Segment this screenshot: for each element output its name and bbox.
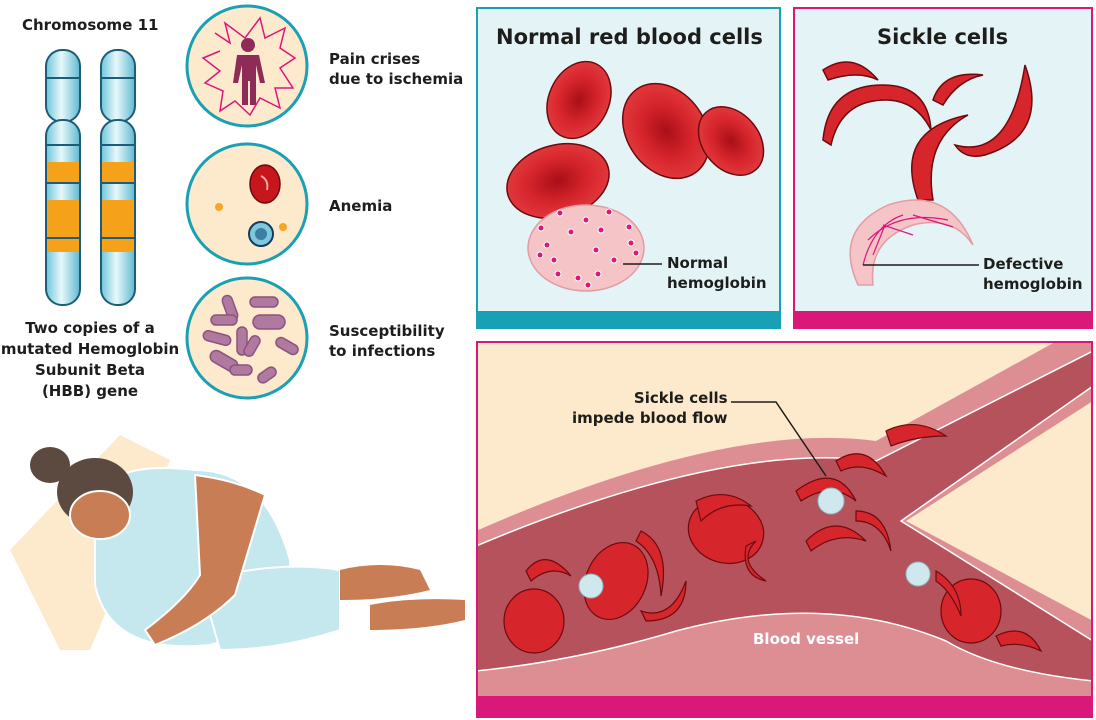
sickle-cell <box>822 84 932 147</box>
defective-hemoglobin-label: Defective hemoglobin <box>983 254 1083 294</box>
caption-line: mutated Hemoglobin <box>0 340 180 358</box>
label-line: to infections <box>329 342 436 360</box>
panel-footer-bar <box>478 311 779 327</box>
label-line: Susceptibility <box>329 322 445 340</box>
transparent-cell-normal-hemoglobin <box>527 204 645 292</box>
sickle-cell <box>885 423 948 447</box>
label-line: Sickle cells <box>633 389 728 407</box>
symptom-label-infections: Susceptibility to infections <box>329 321 445 361</box>
sickle-cell <box>822 61 879 81</box>
panel-footer-bar <box>795 311 1091 327</box>
pain-figure-icon <box>185 4 309 128</box>
red-blood-cell <box>697 106 765 176</box>
caption-line: Subunit Beta <box>34 361 145 379</box>
sickle-cells-panel <box>793 7 1093 329</box>
sickle-cells-impede-label: Sickle cells impede blood flow <box>572 388 728 428</box>
white-blood-cell <box>578 573 604 599</box>
sickle-cells-illustration <box>822 61 1033 286</box>
sickle-cell <box>805 525 867 552</box>
sickle-cell <box>911 114 969 201</box>
caption-line: (HBB) gene <box>41 382 139 400</box>
label-line: Normal <box>667 254 729 272</box>
chromosome-left <box>45 49 81 306</box>
sickle-cells-title: Sickle cells <box>877 25 1009 49</box>
label-line: Defective <box>983 255 1064 273</box>
sickle-cell <box>855 510 892 552</box>
normal-cells-title: Normal red blood cells <box>496 25 763 49</box>
bacteria-icon <box>185 276 309 400</box>
label-line: Pain crises <box>329 50 421 68</box>
chromosome-pair-illustration <box>45 49 136 306</box>
sickle-cell <box>635 530 665 597</box>
red-blood-cell <box>503 588 565 654</box>
defective-hemoglobin-sickle-cell <box>849 199 974 286</box>
anemia-cells-icon <box>185 142 309 266</box>
label-line: impede blood flow <box>572 409 728 427</box>
chromosome-right <box>100 49 136 306</box>
chromosome-caption: Two copies of a mutated Hemoglobin Subun… <box>0 318 180 402</box>
callout-line <box>731 401 827 477</box>
sickle-cell <box>744 540 767 582</box>
red-blood-cell <box>621 82 711 180</box>
label-line: due to ischemia <box>329 70 464 88</box>
white-blood-cell <box>905 561 931 587</box>
sickle-cell <box>639 580 687 622</box>
patient-lying-illustration <box>10 435 465 652</box>
sickle-cell <box>995 630 1043 653</box>
vessel-lower-wall <box>478 624 1091 696</box>
sickle-cell <box>835 453 888 478</box>
blood-vessel-label: Blood vessel <box>753 630 860 648</box>
sickle-cell <box>953 64 1033 157</box>
sickle-cell <box>695 494 754 523</box>
caption-line: Two copies of a <box>25 319 155 337</box>
label-line: hemoglobin <box>983 275 1083 293</box>
blood-vessel-illustration <box>478 343 1091 696</box>
chromosome-title: Chromosome 11 <box>22 16 159 34</box>
symptom-label-pain: Pain crises due to ischemia <box>329 49 463 89</box>
label-line: Anemia <box>329 197 393 215</box>
normal-red-cells-illustration <box>506 60 765 292</box>
label-line: hemoglobin <box>667 274 767 292</box>
panel-footer-bar <box>478 696 1091 716</box>
normal-hemoglobin-label: Normal hemoglobin <box>667 253 767 293</box>
sickle-cell <box>525 559 572 582</box>
red-blood-cell <box>546 60 612 140</box>
sickle-cell <box>935 569 962 617</box>
symptom-label-anemia: Anemia <box>329 196 392 216</box>
white-blood-cell <box>817 487 845 515</box>
sickle-cell <box>932 73 984 106</box>
red-blood-cell <box>583 541 649 621</box>
